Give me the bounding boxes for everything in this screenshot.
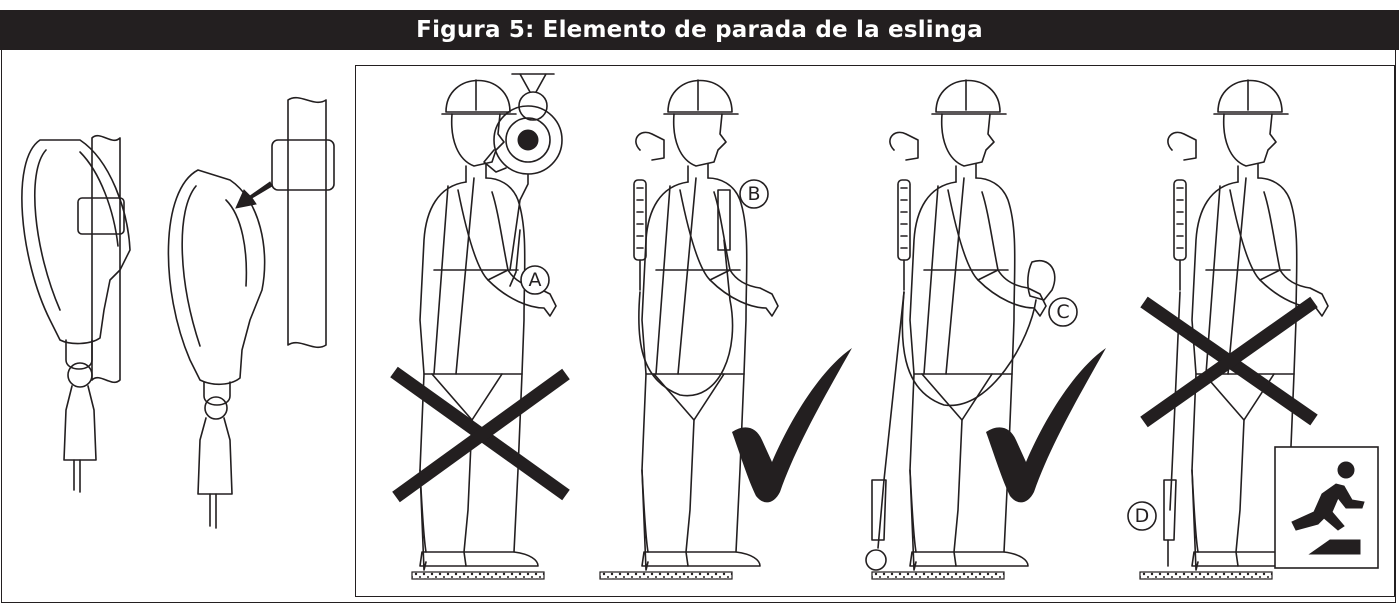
- scenes-panel: [355, 65, 1395, 597]
- svg-text:D: D: [1135, 505, 1150, 527]
- callout-c: C: [1048, 297, 1078, 327]
- scene-a: A: [390, 73, 570, 580]
- callout-b: B: [739, 179, 769, 209]
- figure-header: Figura 5: Elemento de parada de la eslin…: [0, 10, 1399, 50]
- snap-hooks-illustration: [21, 96, 335, 529]
- correct-mark-c: [986, 348, 1106, 503]
- callout-d: D: [1127, 501, 1157, 531]
- correct-mark-b: [732, 348, 852, 503]
- svg-text:C: C: [1056, 301, 1069, 323]
- scene-b: B: [599, 79, 852, 580]
- scene-d: D: [1127, 79, 1379, 580]
- scene-c: C: [865, 79, 1106, 580]
- figure-title: Figura 5: Elemento de parada de la eslin…: [416, 17, 983, 43]
- incorrect-mark-a: [390, 366, 570, 503]
- callout-a: A: [520, 265, 550, 295]
- incorrect-mark-d: [1140, 296, 1318, 428]
- svg-text:A: A: [529, 269, 542, 291]
- figure-frame: [1, 50, 1396, 603]
- trip-hazard-icon: [1274, 446, 1379, 569]
- svg-text:B: B: [747, 183, 760, 205]
